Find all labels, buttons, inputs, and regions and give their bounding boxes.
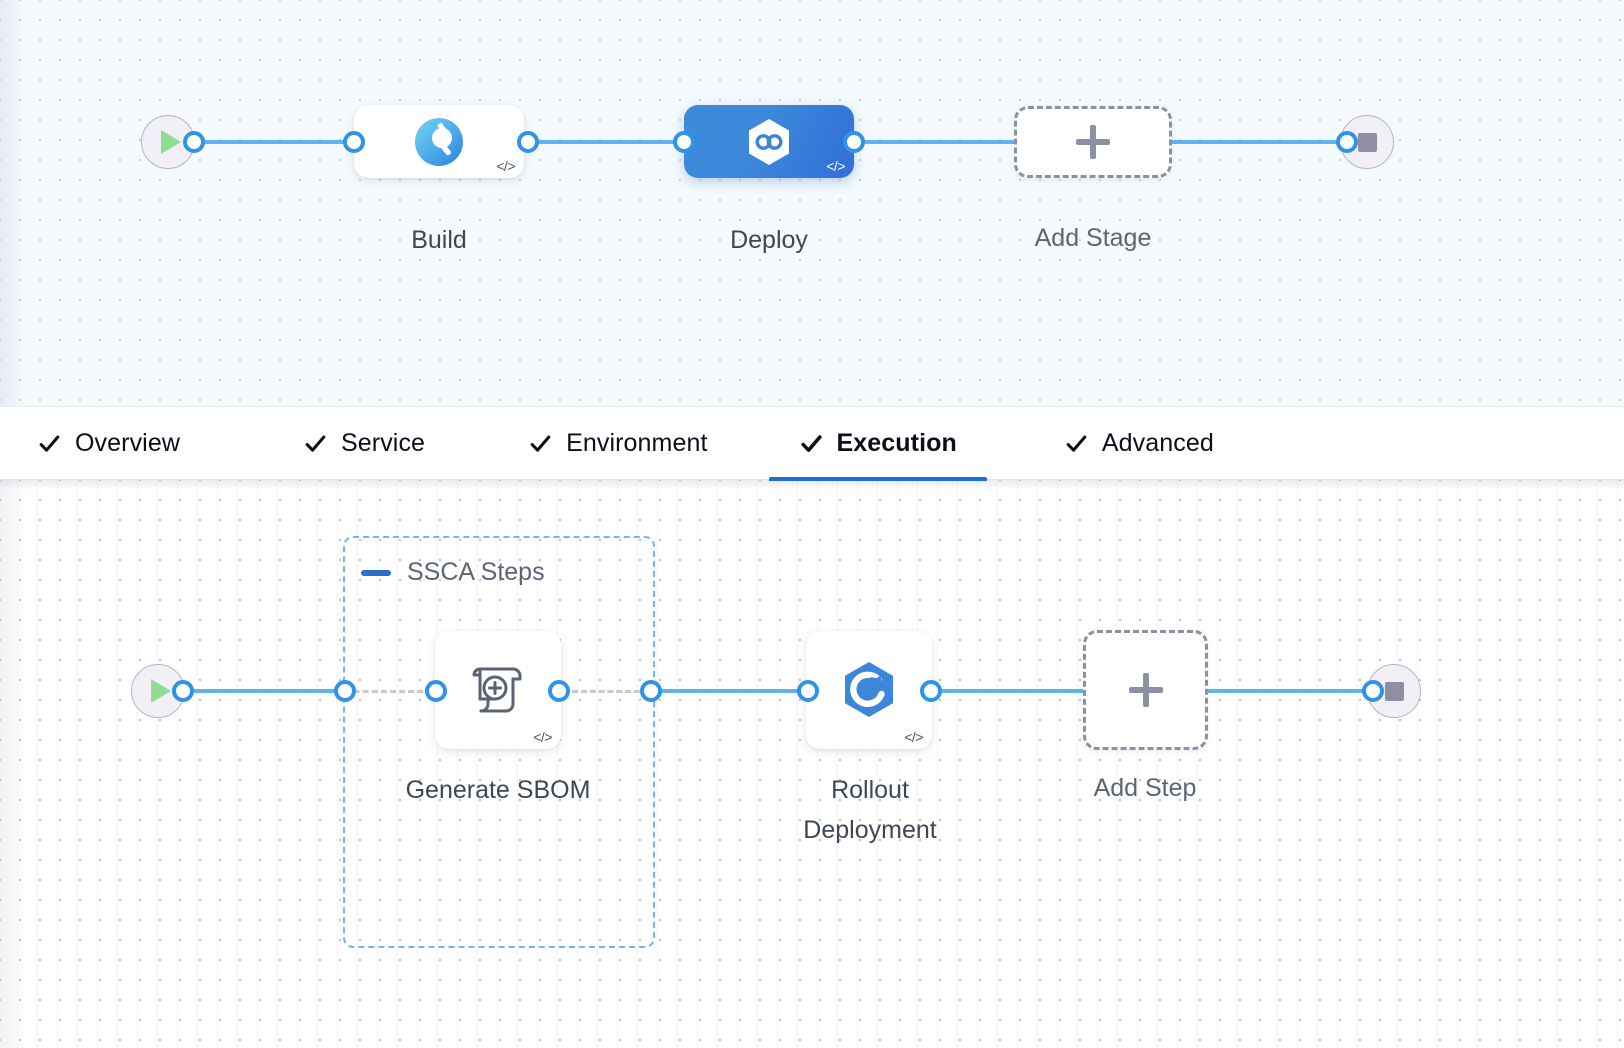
port-steps-end-in[interactable] [1362, 680, 1384, 702]
plus-icon [1076, 125, 1110, 159]
step-node-rollout-deployment-card[interactable]: </> [806, 631, 932, 749]
tab-advanced[interactable]: Advanced [1060, 406, 1218, 480]
port-deploy-in[interactable] [673, 131, 695, 153]
code-badge-icon[interactable]: </> [533, 729, 552, 745]
check-icon [39, 435, 60, 452]
code-badge-icon[interactable]: </> [496, 158, 515, 174]
edge-rollout-to-add [924, 689, 1094, 693]
port-steps-start-out[interactable] [172, 680, 194, 702]
stage-config-tabs[interactable]: Overview Service Environment Execution A… [0, 406, 1624, 481]
stage-node-deploy[interactable]: </> [684, 105, 854, 178]
rollout-hexagon-icon [838, 659, 900, 721]
tab-label-environment: Environment [566, 428, 708, 457]
edge-deploy-to-add [846, 140, 1036, 144]
port-group-in[interactable] [334, 680, 356, 702]
stage-label-build: Build [411, 226, 467, 254]
stage-label-deploy: Deploy [730, 226, 808, 254]
steps-pipeline-canvas[interactable]: SSCA Steps </> [0, 480, 1624, 1048]
stop-icon [1384, 681, 1404, 701]
collapse-minus-icon[interactable] [361, 569, 391, 576]
stop-icon [1357, 132, 1377, 152]
port-deploy-out[interactable] [843, 131, 865, 153]
step-label-rollout-deployment: Rollout Deployment [803, 776, 937, 844]
check-icon [1066, 435, 1087, 452]
step-group-header[interactable]: SSCA Steps [361, 558, 545, 587]
add-stage-label: Add Stage [1034, 224, 1152, 252]
edge-build-to-deploy [520, 140, 700, 144]
port-rollout-in[interactable] [797, 680, 819, 702]
edge-start-to-group [176, 689, 356, 693]
port-build-in[interactable] [343, 131, 365, 153]
port-group-out[interactable] [640, 680, 662, 702]
port-start-out[interactable] [183, 131, 205, 153]
pipeline-end-node[interactable] [1340, 115, 1394, 169]
check-icon [800, 434, 822, 452]
port-build-out[interactable] [517, 131, 539, 153]
pipeline-start-node[interactable] [141, 115, 195, 169]
plus-icon [1128, 673, 1163, 707]
code-badge-icon[interactable]: </> [826, 158, 845, 174]
step-group-title: SSCA Steps [407, 558, 545, 586]
play-icon [150, 679, 171, 703]
add-step-label: Add Step [1093, 774, 1197, 802]
tab-label-overview: Overview [75, 428, 180, 457]
build-scan-icon [413, 116, 465, 168]
edge-add-to-end [1150, 140, 1365, 144]
tab-service[interactable]: Service [299, 406, 429, 480]
check-icon [305, 435, 326, 452]
edge-group-to-rollout [648, 689, 818, 693]
harness-deploy-icon [743, 116, 795, 168]
tab-label-advanced: Advanced [1101, 428, 1214, 457]
tab-label-service: Service [341, 428, 426, 457]
port-sbom-in[interactable] [425, 680, 447, 702]
tab-execution[interactable]: Execution [768, 406, 988, 481]
port-end-in[interactable] [1336, 131, 1358, 153]
edge-add-to-end [1205, 689, 1375, 693]
edge-start-to-build [186, 140, 366, 144]
code-badge-icon[interactable]: </> [904, 729, 923, 745]
sbom-scroll-plus-icon [465, 657, 531, 723]
port-rollout-out[interactable] [920, 680, 942, 702]
port-sbom-out[interactable] [548, 680, 570, 702]
stage-node-build[interactable]: </> [354, 105, 524, 178]
tab-overview[interactable]: Overview [33, 406, 184, 480]
add-stage-button[interactable] [1014, 106, 1172, 178]
tab-environment[interactable]: Environment [524, 406, 711, 480]
play-icon [160, 130, 181, 154]
edge-group-exit-dashed [562, 690, 654, 693]
add-step-button[interactable] [1083, 630, 1208, 750]
edge-group-entry-dashed [352, 690, 438, 693]
stage-pipeline-canvas[interactable]: </> Build </> Deploy Add Stage [0, 0, 1624, 406]
steps-end-node[interactable] [1367, 664, 1421, 718]
step-node-generate-sbom-card[interactable]: </> [435, 631, 561, 749]
check-icon [530, 435, 551, 452]
step-group-ssca-steps[interactable] [343, 536, 655, 948]
tab-label-execution: Execution [836, 428, 957, 457]
